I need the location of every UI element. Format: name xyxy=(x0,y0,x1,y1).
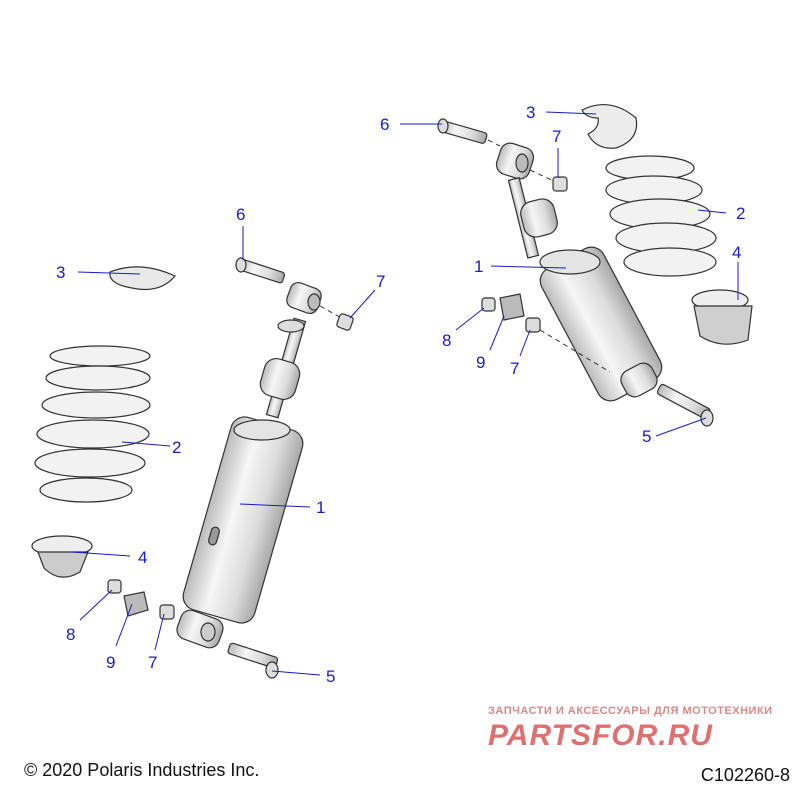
callout-left-6: 6 xyxy=(236,205,245,224)
watermark: ЗАПЧАСТИ И АКСЕССУАРЫ ДЛЯ МОТОТЕХНИКИ PA… xyxy=(488,705,788,755)
right-nut-7 xyxy=(525,317,541,333)
left-bolt-top xyxy=(235,257,286,284)
left-nut-8 xyxy=(107,579,122,594)
callout-right-7a: 7 xyxy=(552,127,561,146)
left-bottom-eyelet xyxy=(176,609,224,649)
right-spring xyxy=(605,155,717,277)
left-collar xyxy=(277,319,305,333)
callout-right-7b: 7 xyxy=(510,359,519,378)
callout-left-3: 3 xyxy=(56,263,65,282)
callout-right-8: 8 xyxy=(442,331,451,350)
watermark-logo: PARTSFOR.RU xyxy=(488,719,713,752)
callout-left-4: 4 xyxy=(138,548,147,567)
right-shock-body xyxy=(539,246,663,402)
callout-left-8: 8 xyxy=(66,625,75,644)
right-bolt-top xyxy=(437,118,501,147)
callout-right-2: 2 xyxy=(736,204,745,223)
callout-left-7a: 7 xyxy=(376,272,385,291)
callout-left-5: 5 xyxy=(326,667,335,686)
right-nut-8 xyxy=(481,297,496,312)
callout-left-1: 1 xyxy=(316,498,325,517)
watermark-tagline: ЗАПЧАСТИ И АКСЕССУАРЫ ДЛЯ МОТОТЕХНИКИ xyxy=(488,705,773,717)
left-shock-assembly: 3 2 1 4 5 6 7 8 9 7 xyxy=(31,205,385,686)
right-nut-top xyxy=(552,176,568,192)
left-spring-seat-bottom xyxy=(31,535,93,578)
left-spring-seat-top xyxy=(109,266,176,291)
left-nut-7 xyxy=(159,604,175,620)
figure-id: C102260-8 xyxy=(700,765,790,785)
left-nut-top xyxy=(336,313,354,331)
left-spring xyxy=(34,345,151,503)
right-bolt-bottom xyxy=(656,383,714,427)
left-bumper xyxy=(259,358,301,400)
callout-right-5: 5 xyxy=(642,427,651,446)
callout-right-1: 1 xyxy=(474,257,483,276)
right-clip-9 xyxy=(499,293,525,321)
callout-right-9: 9 xyxy=(476,353,485,372)
copyright-notice: © 2020 Polaris Industries Inc. xyxy=(24,760,260,780)
right-spring-seat-bottom xyxy=(691,289,753,345)
callout-right-3: 3 xyxy=(526,103,535,122)
right-top-eyelet xyxy=(495,142,557,183)
callout-right-6: 6 xyxy=(380,115,389,134)
left-bolt-bottom xyxy=(227,642,279,679)
left-top-eyelet xyxy=(286,281,346,321)
right-spring-seat-top xyxy=(581,103,638,149)
right-shock-assembly: 6 3 7 2 1 4 5 8 9 7 xyxy=(380,103,753,446)
callout-left-2: 2 xyxy=(172,438,181,457)
left-shock-body xyxy=(182,416,304,624)
left-clip-9 xyxy=(123,591,149,617)
callout-right-4: 4 xyxy=(732,243,741,262)
callout-left-7b: 7 xyxy=(148,653,157,672)
right-bumper xyxy=(520,198,558,238)
callout-left-9: 9 xyxy=(106,653,115,672)
right-bottom-eyelet xyxy=(620,362,658,398)
